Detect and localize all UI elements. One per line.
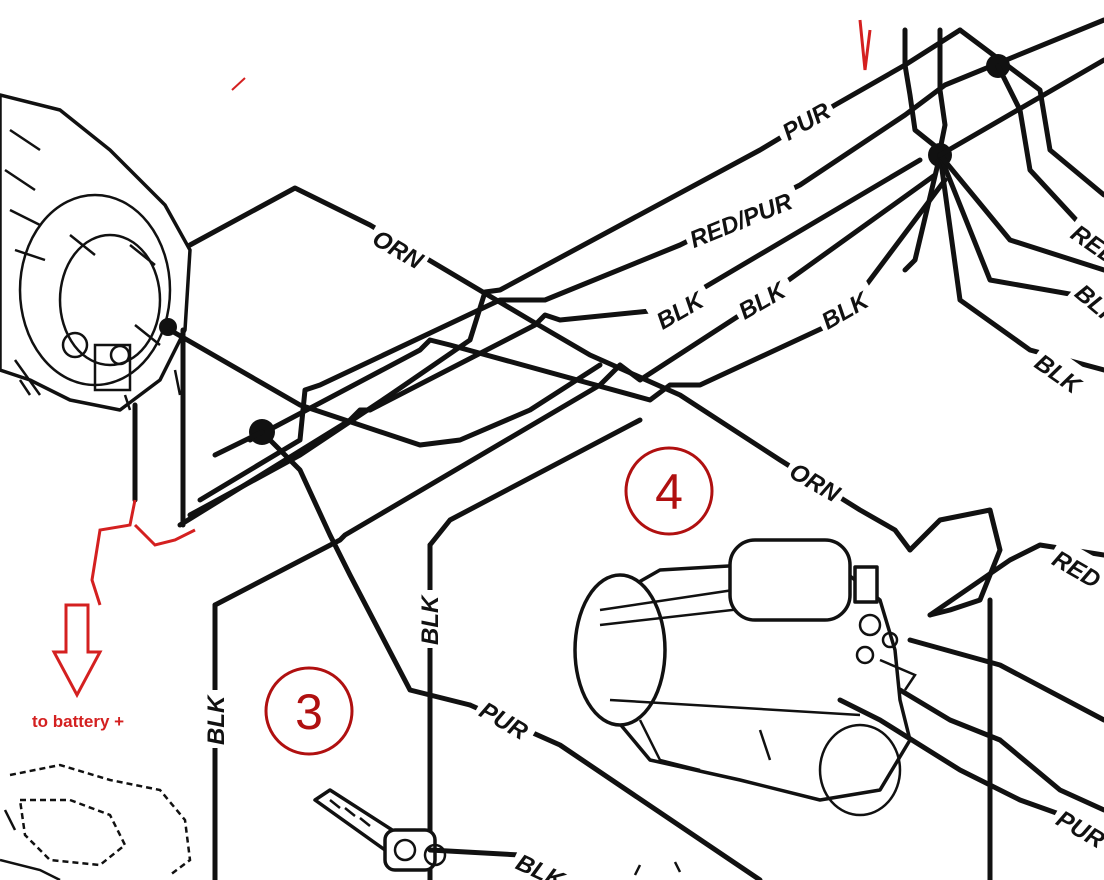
label-blk-vertical-center: BLK: [417, 594, 444, 645]
marker-3-text: 3: [295, 684, 323, 740]
label-blk-vertical-left: BLK: [203, 694, 230, 745]
wire-pur-top: [187, 27, 963, 518]
marker-3: 3: [264, 666, 354, 756]
bracket-mark: [633, 861, 682, 876]
battery-label: to battery +: [32, 712, 124, 731]
wire-blk-3: [247, 177, 948, 443]
engine-block-fragment: [0, 763, 192, 880]
wire-orn-upper: [187, 185, 913, 553]
wire-blk-2: [212, 172, 938, 608]
battery-annotation: to battery +: [32, 499, 196, 731]
marker-4-text: 4: [655, 464, 683, 520]
alternator: [0, 93, 192, 412]
marker-4: 4: [624, 446, 714, 536]
terminal-bolt: [313, 788, 447, 872]
starter-motor: [573, 538, 917, 817]
red-mark-top: [858, 19, 872, 71]
red-mark-small: [231, 77, 246, 91]
